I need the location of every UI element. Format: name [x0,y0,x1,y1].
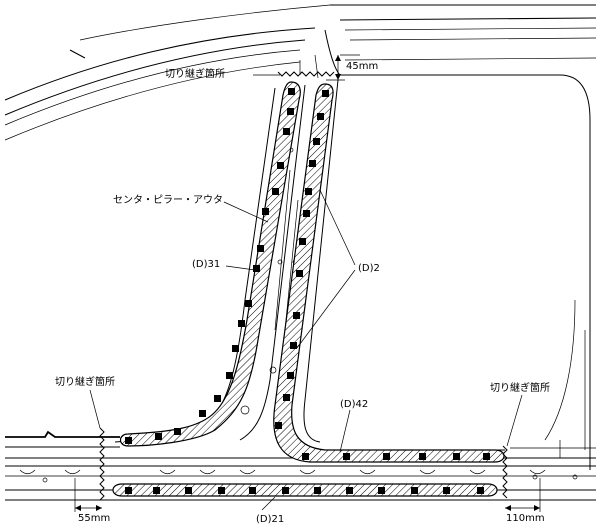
label-cut-right: 切り継ぎ箇所 [490,383,550,394]
sealer-band-d21 [112,483,498,497]
label-cut-top: 切り継ぎ箇所 [165,69,225,80]
leader-lines [89,74,523,511]
label-center-pillar-outer: センタ・ピラー・アウタ [113,195,223,206]
sealer-band-d2-d42 [273,83,505,463]
rear-door-opening [340,74,591,470]
label-dimension-55mm: 55mm [78,513,111,524]
label-d2: (D)2 [358,263,380,274]
cut-line-left [99,427,105,501]
label-dimension-45mm: 45mm [346,61,379,72]
sealer-band-d31 [119,81,301,447]
spot-welds [125,88,490,494]
label-d42: (D)42 [340,399,369,410]
label-cut-left: 切り継ぎ箇所 [55,377,115,388]
label-d21: (D)21 [256,514,285,525]
dimension-110mm [505,478,541,512]
label-d31: (D)31 [192,259,221,270]
dimension-45mm [326,54,360,81]
cut-line-top [277,71,335,77]
cut-line-right [502,445,508,499]
dimension-55mm [74,478,102,512]
label-dimension-110mm: 110mm [506,513,545,524]
roof-rail [4,4,331,141]
roof-rail-right [324,4,596,76]
